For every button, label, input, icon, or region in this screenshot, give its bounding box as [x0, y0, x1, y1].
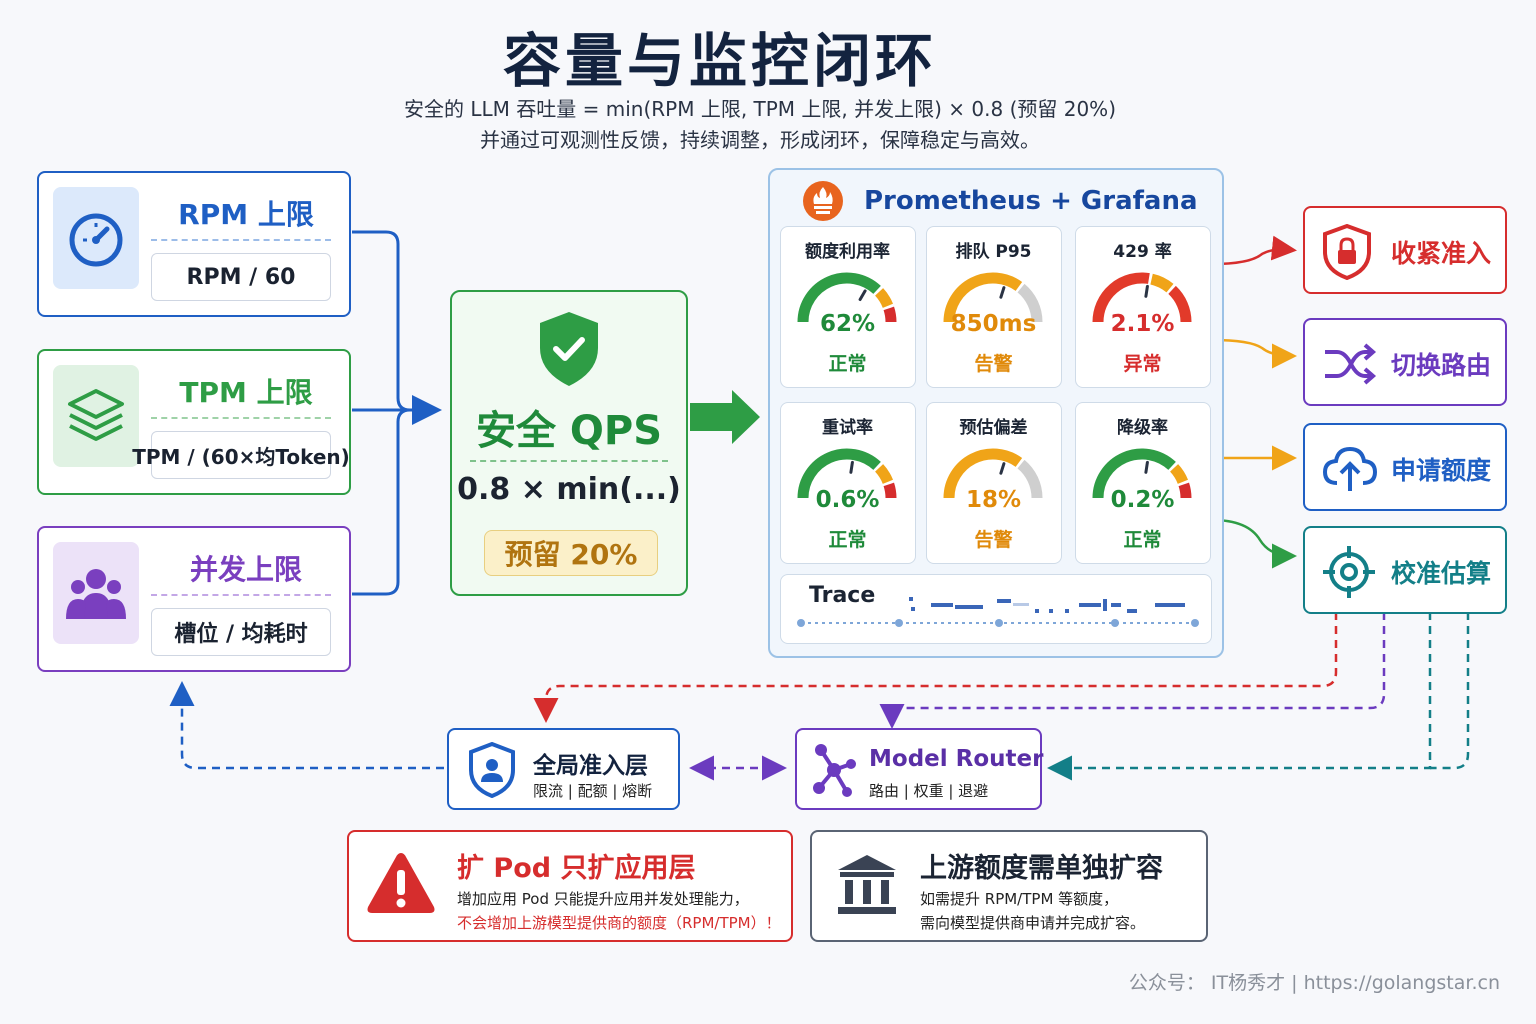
metric-status: 正常: [828, 353, 867, 375]
shuffle-icon: [1325, 343, 1377, 385]
metric-label: 降级率: [1117, 418, 1168, 438]
bank-icon: [838, 855, 896, 914]
concurrency-limit-card: 并发上限 槽位 / 均耗时: [37, 526, 351, 672]
scale-pod-warning: 扩 Pod 只扩应用层 增加应用 Pod 只能提升应用并发处理能力， 不会增加上…: [347, 830, 793, 942]
switch-route-button[interactable]: 切换路由: [1303, 318, 1507, 406]
queue-p95-metric: 排队 P95 850ms 告警: [926, 226, 1062, 388]
gauge-icon: [797, 272, 897, 323]
metric-status: 异常: [1123, 353, 1162, 375]
shield-user-icon: [469, 742, 515, 798]
global-admission-node: 全局准入层 限流 | 配额 | 熔断: [447, 728, 680, 810]
trace-timeline: [797, 597, 1199, 627]
shield-lock-icon: [1323, 224, 1371, 280]
gauge-icon: [943, 272, 1043, 323]
tpm-limit-card: TPM 上限 TPM / (60×均Token): [37, 349, 351, 495]
action-label: 收紧准入: [1391, 239, 1492, 268]
metric-value: 850ms: [950, 311, 1037, 337]
metric-value: 18%: [965, 487, 1022, 513]
tpm-limit-title: TPM 上限: [179, 376, 313, 409]
safe-qps-title: 安全 QPS: [475, 408, 663, 454]
metric-value: 0.2%: [1110, 487, 1175, 513]
trace-panel: Trace: [780, 574, 1212, 644]
divider: [470, 460, 668, 462]
shield-check-icon: [540, 312, 598, 386]
concurrency-formula: 槽位 / 均耗时: [151, 608, 331, 656]
users-icon: [53, 542, 139, 644]
crosshair-icon: [1323, 546, 1375, 598]
tpm-formula: TPM / (60×均Token): [132, 431, 350, 479]
request-quota-button[interactable]: 申请额度: [1303, 423, 1507, 511]
admission-title: 全局准入层: [533, 753, 648, 779]
safe-qps-card: 安全 QPS 0.8 × min(...) 预留 20%: [450, 290, 688, 596]
action-label: 切换路由: [1391, 351, 1492, 380]
divider: [151, 417, 331, 419]
prometheus-icon: [803, 181, 843, 221]
reserve-badge: 预留 20%: [484, 530, 658, 576]
footer-credit: 公众号： IT杨秀才 | https://golangstar.cn: [1128, 972, 1500, 994]
metric-label: 429 率: [1113, 242, 1172, 262]
rate-429-metric: 429 率 2.1% 异常: [1075, 226, 1211, 388]
rpm-formula: RPM / 60: [151, 253, 331, 301]
concurrency-limit-title: 并发上限: [189, 553, 302, 586]
metric-value: 62%: [819, 311, 876, 337]
cloud-upload-icon: [1322, 446, 1378, 491]
estimate-deviation-metric: 预估偏差 18% 告警: [926, 402, 1062, 564]
formula-subtitle: 安全的 LLM 吞吐量 = min(RPM 上限, TPM 上限, 并发上限) …: [404, 97, 1116, 121]
gauge-icon: [797, 448, 897, 499]
degrade-rate-metric: 降级率 0.2% 正常: [1075, 402, 1211, 564]
monitoring-panel: Prometheus + Grafana Trace 额度利用率 62%: [768, 168, 1224, 658]
divider: [151, 594, 331, 596]
tighten-admission-button[interactable]: 收紧准入: [1303, 206, 1507, 294]
admission-sub: 限流 | 配额 | 熔断: [533, 782, 653, 800]
page-title: 容量与监控闭环: [502, 27, 937, 95]
quota-utilization-metric: 额度利用率 62% 正常: [780, 226, 916, 388]
upstream-line1: 如需提升 RPM/TPM 等额度，: [920, 890, 1119, 908]
speedometer-icon: [53, 187, 139, 289]
metric-status: 正常: [828, 529, 867, 551]
layers-icon: [53, 365, 139, 467]
calibrate-estimate-button[interactable]: 校准估算: [1303, 526, 1507, 614]
upstream-line2: 需向模型提供商申请并完成扩容。: [920, 914, 1146, 932]
metric-label: 排队 P95: [955, 242, 1032, 262]
upstream-title: 上游额度需单独扩容: [920, 853, 1163, 884]
gauge-icon: [1092, 272, 1192, 323]
scale-pod-line2: 不会增加上游模型提供商的额度（RPM/TPM）！: [457, 914, 781, 932]
metric-label: 额度利用率: [805, 242, 890, 262]
monitoring-title: Prometheus + Grafana: [864, 186, 1198, 216]
metric-status: 告警: [974, 353, 1013, 375]
trace-label: Trace: [809, 583, 876, 608]
router-sub: 路由 | 权重 | 退避: [869, 782, 989, 800]
gauge-icon: [943, 448, 1043, 499]
router-title: Model Router: [869, 746, 1044, 772]
model-router-node: Model Router 路由 | 权重 | 退避: [795, 728, 1044, 810]
scale-pod-line1: 增加应用 Pod 只能提升应用并发处理能力，: [457, 890, 749, 908]
retry-rate-metric: 重试率 0.6% 正常: [780, 402, 916, 564]
metric-status: 正常: [1123, 529, 1162, 551]
gauge-icon: [1092, 448, 1192, 499]
upstream-quota-note: 上游额度需单独扩容 如需提升 RPM/TPM 等额度， 需向模型提供商申请并完成…: [810, 830, 1208, 942]
rpm-limit-title: RPM 上限: [178, 198, 314, 231]
safe-qps-formula: 0.8 × min(...): [457, 472, 681, 507]
loop-subtitle: 并通过可观测性反馈，持续调整，形成闭环，保障稳定与高效。: [480, 128, 1040, 152]
metric-label: 重试率: [822, 418, 873, 438]
metric-value: 2.1%: [1110, 311, 1175, 337]
scale-pod-title: 扩 Pod 只扩应用层: [457, 853, 696, 884]
metric-value: 0.6%: [815, 487, 880, 513]
rpm-limit-card: RPM 上限 RPM / 60: [37, 171, 351, 317]
graph-nodes-icon: [813, 744, 856, 797]
action-label: 申请额度: [1391, 456, 1492, 485]
action-label: 校准估算: [1391, 559, 1492, 588]
metric-status: 告警: [974, 529, 1013, 551]
metric-label: 预估偏差: [959, 418, 1028, 438]
warning-icon: [367, 853, 435, 913]
divider: [151, 239, 331, 241]
